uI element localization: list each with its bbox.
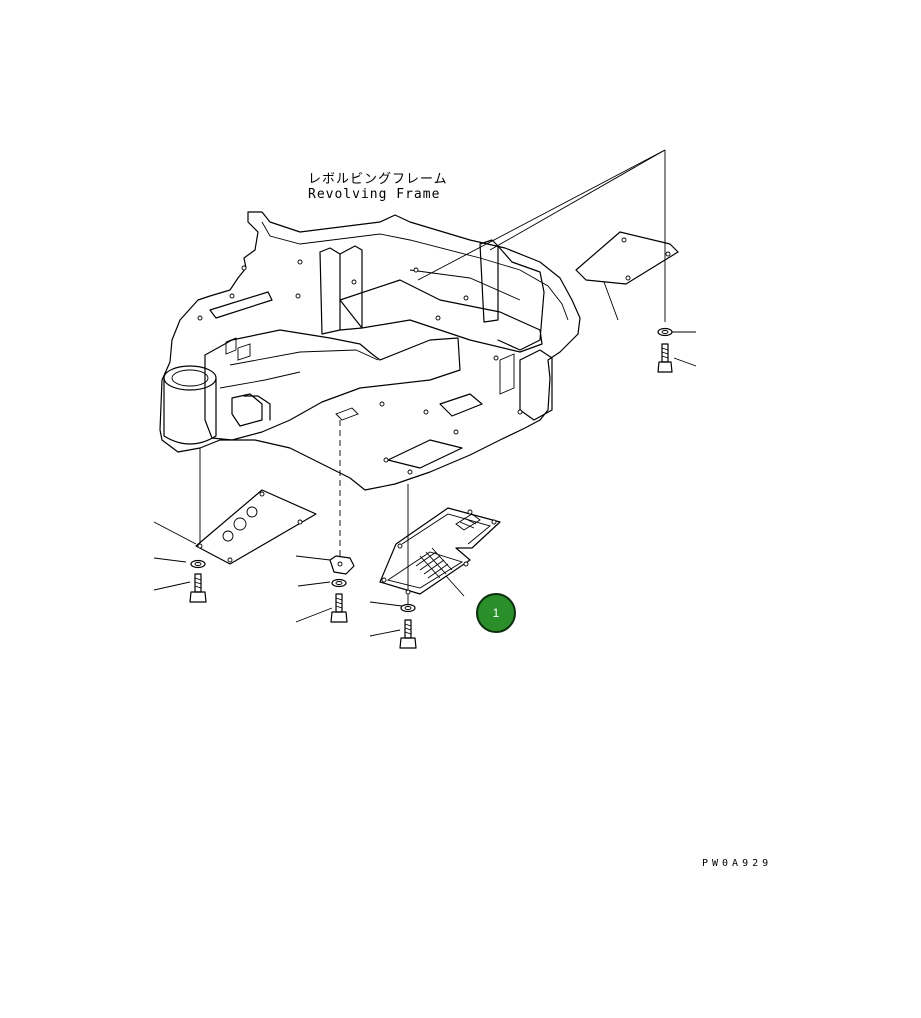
right-cover-plate: [575, 231, 679, 285]
part-callout-1[interactable]: 1: [476, 593, 516, 633]
frame-title-english: Revolving Frame: [308, 187, 441, 202]
frame-title-japanese: レボルビングフレーム: [308, 172, 448, 187]
revolving-frame: [159, 211, 581, 491]
callout-label: 1: [492, 606, 500, 620]
center-washer: [331, 578, 347, 588]
right-washer: [657, 327, 673, 337]
swing-post: [163, 365, 217, 445]
bottom-washer: [400, 603, 416, 613]
mesh-grille: [415, 513, 481, 579]
right-bolt: [657, 343, 673, 373]
left-cover-plate: [195, 489, 317, 565]
leader-lines: [153, 149, 697, 637]
center-bolt: [330, 593, 348, 623]
left-bolt: [189, 573, 207, 603]
center-small-cover: [329, 555, 355, 575]
bottom-bolt: [399, 619, 417, 649]
under-cover-plate: [379, 507, 501, 595]
drawing-code: PW0A929: [702, 858, 773, 869]
frame-bolt-holes: [197, 259, 523, 475]
left-washer: [190, 559, 206, 569]
